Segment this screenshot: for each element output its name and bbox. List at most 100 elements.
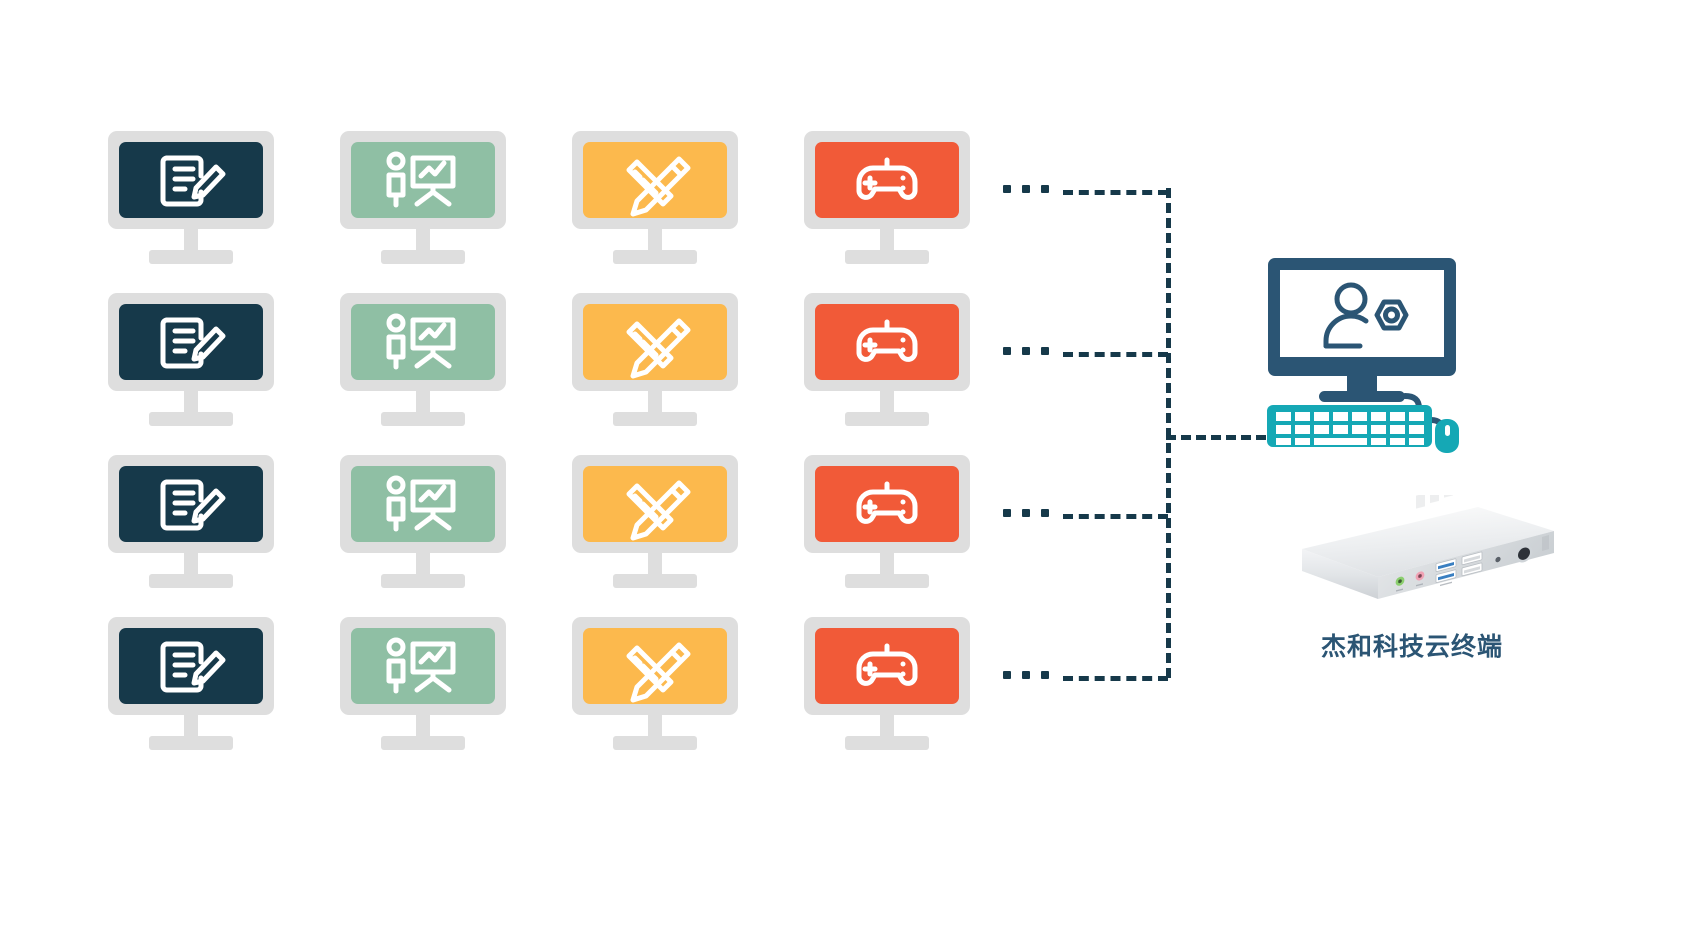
device-io-panel bbox=[1395, 544, 1533, 592]
presentation-training-icon bbox=[386, 151, 456, 208]
client-node-training[interactable] bbox=[340, 293, 506, 431]
presentation-training-icon bbox=[386, 637, 456, 694]
client-node-gaming[interactable] bbox=[804, 131, 970, 269]
ellipsis-row-1 bbox=[1003, 185, 1049, 193]
monitor-screen bbox=[119, 304, 263, 380]
connector-trunk-vertical bbox=[1166, 188, 1171, 678]
monitor-screen bbox=[119, 142, 263, 218]
connector-branch-row-2 bbox=[1063, 352, 1168, 357]
monitor-screen bbox=[815, 304, 959, 380]
ellipsis-dot bbox=[1003, 509, 1011, 517]
monitor-screen bbox=[815, 142, 959, 218]
client-node-design[interactable] bbox=[572, 131, 738, 269]
document-edit-icon bbox=[160, 641, 226, 693]
ellipsis-dot bbox=[1003, 185, 1011, 193]
ellipsis-row-3 bbox=[1003, 509, 1049, 517]
monitor-base bbox=[845, 250, 929, 264]
client-node-gaming[interactable] bbox=[804, 293, 970, 431]
monitor-frame bbox=[340, 617, 506, 715]
client-node-document[interactable] bbox=[108, 617, 274, 755]
monitor-screen bbox=[351, 304, 495, 380]
monitor-screen bbox=[351, 628, 495, 704]
monitor-base bbox=[381, 412, 465, 426]
ellipsis-dot bbox=[1022, 671, 1030, 679]
monitor-neck bbox=[648, 227, 662, 254]
document-edit-icon bbox=[160, 317, 226, 369]
monitor-base bbox=[845, 574, 929, 588]
monitor-screen bbox=[815, 466, 959, 542]
client-node-training[interactable] bbox=[340, 131, 506, 269]
monitor-base bbox=[613, 250, 697, 264]
monitor-neck bbox=[648, 713, 662, 740]
pencil-ruler-design-icon bbox=[626, 318, 691, 379]
client-node-design[interactable] bbox=[572, 617, 738, 755]
monitor-frame bbox=[572, 293, 738, 391]
monitor-neck bbox=[184, 551, 198, 578]
client-node-gaming[interactable] bbox=[804, 455, 970, 593]
client-monitor-grid bbox=[108, 131, 1008, 771]
connector-branch-row-3 bbox=[1063, 514, 1168, 519]
client-node-gaming[interactable] bbox=[804, 617, 970, 755]
client-node-document[interactable] bbox=[108, 293, 274, 431]
device-top-face bbox=[1302, 507, 1554, 577]
monitor-frame bbox=[572, 455, 738, 553]
monitor-base bbox=[845, 412, 929, 426]
client-node-document[interactable] bbox=[108, 455, 274, 593]
monitor-base bbox=[381, 574, 465, 588]
ellipsis-dot bbox=[1022, 509, 1030, 517]
monitor-base bbox=[149, 412, 233, 426]
monitor-neck bbox=[648, 389, 662, 416]
pencil-ruler-design-icon bbox=[626, 480, 691, 541]
connector-branch-row-1 bbox=[1063, 190, 1168, 195]
monitor-neck bbox=[880, 389, 894, 416]
monitor-frame bbox=[108, 455, 274, 553]
client-node-training[interactable] bbox=[340, 455, 506, 593]
monitor-screen bbox=[351, 142, 495, 218]
ellipsis-row-4 bbox=[1003, 671, 1049, 679]
ellipsis-dot bbox=[1041, 671, 1049, 679]
user-settings-icon bbox=[1323, 282, 1409, 349]
monitor-frame bbox=[804, 455, 970, 553]
gamepad-icon bbox=[856, 157, 918, 200]
status-led bbox=[1495, 556, 1501, 563]
mouse-icon bbox=[1435, 419, 1459, 453]
ellipsis-dot bbox=[1041, 185, 1049, 193]
ellipsis-dot bbox=[1003, 671, 1011, 679]
pencil-ruler-design-icon bbox=[626, 156, 691, 217]
ellipsis-dot bbox=[1041, 347, 1049, 355]
ellipsis-dot bbox=[1022, 347, 1030, 355]
client-node-training[interactable] bbox=[340, 617, 506, 755]
monitor-neck bbox=[648, 551, 662, 578]
monitor-frame bbox=[340, 131, 506, 229]
cloud-terminal-group[interactable]: 杰和科技云终端 bbox=[1262, 255, 1562, 715]
monitor-base bbox=[613, 736, 697, 750]
monitor-base bbox=[845, 736, 929, 750]
gamepad-icon bbox=[856, 643, 918, 686]
monitor-neck bbox=[880, 713, 894, 740]
presentation-training-icon bbox=[386, 313, 456, 370]
document-edit-icon bbox=[160, 155, 226, 207]
mini-pc-device bbox=[1302, 495, 1554, 599]
monitor-frame bbox=[804, 617, 970, 715]
client-node-document[interactable] bbox=[108, 131, 274, 269]
monitor-frame bbox=[572, 131, 738, 229]
monitor-neck bbox=[416, 713, 430, 740]
monitor-neck bbox=[416, 389, 430, 416]
client-node-design[interactable] bbox=[572, 293, 738, 431]
monitor-frame bbox=[804, 293, 970, 391]
gamepad-icon bbox=[856, 319, 918, 362]
monitor-screen bbox=[583, 304, 727, 380]
device-vent bbox=[1542, 535, 1549, 551]
monitor-neck bbox=[184, 389, 198, 416]
monitor-neck bbox=[416, 227, 430, 254]
monitor-neck bbox=[880, 551, 894, 578]
monitor-base bbox=[381, 250, 465, 264]
monitor-neck bbox=[184, 713, 198, 740]
monitor-base bbox=[613, 574, 697, 588]
monitor-screen bbox=[583, 628, 727, 704]
client-node-design[interactable] bbox=[572, 455, 738, 593]
keyboard-icon bbox=[1267, 405, 1432, 447]
ellipsis-dot bbox=[1022, 185, 1030, 193]
client-row bbox=[108, 617, 1008, 750]
device-front-face bbox=[1302, 549, 1378, 599]
